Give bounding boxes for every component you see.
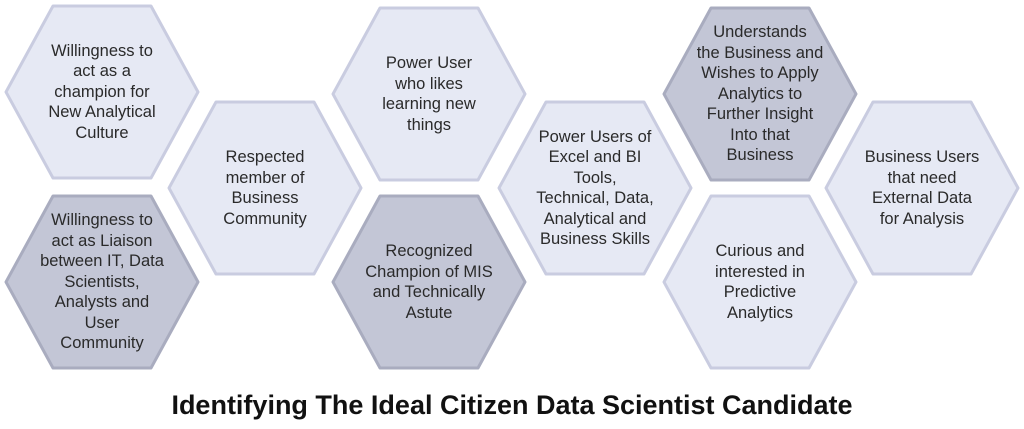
hex-power-users-tools: Power Users of Excel and BI Tools, Techn… — [497, 100, 693, 276]
hex-label: Power Users of Excel and BI Tools, Techn… — [536, 127, 654, 249]
hex-champion-mis: Recognized Champion of MIS and Technical… — [331, 194, 527, 370]
hex-liaison: Willingness to act as Liaison between IT… — [4, 194, 200, 370]
hex-champion-new-culture: Willingness to act as a champion for New… — [4, 4, 200, 180]
hex-label: Respected member of Business Community — [223, 148, 307, 228]
hex-respected-member: Respected member of Business Community — [167, 100, 363, 276]
hex-power-user-learning: Power User who likes learning new things — [331, 6, 527, 182]
diagram-title: Identifying The Ideal Citizen Data Scien… — [171, 390, 853, 420]
hex-external-data: Business Users that need External Data f… — [824, 100, 1020, 276]
hex-label: Curious and interested in Predictive Ana… — [715, 242, 805, 322]
hex-label: Willingness to act as a champion for New… — [48, 41, 156, 142]
hex-label: Understands the Business and Wishes to A… — [696, 23, 824, 165]
hex-label: Recognized Champion of MIS and Technical… — [365, 242, 493, 322]
hex-label: Power User who likes learning new things — [382, 54, 476, 134]
hex-label: Willingness to act as Liaison between IT… — [40, 211, 164, 353]
hex-understands-business: Understands the Business and Wishes to A… — [662, 6, 858, 182]
hex-label: Business Users that need External Data f… — [864, 148, 980, 228]
hex-curious-predictive: Curious and interested in Predictive Ana… — [662, 194, 858, 370]
